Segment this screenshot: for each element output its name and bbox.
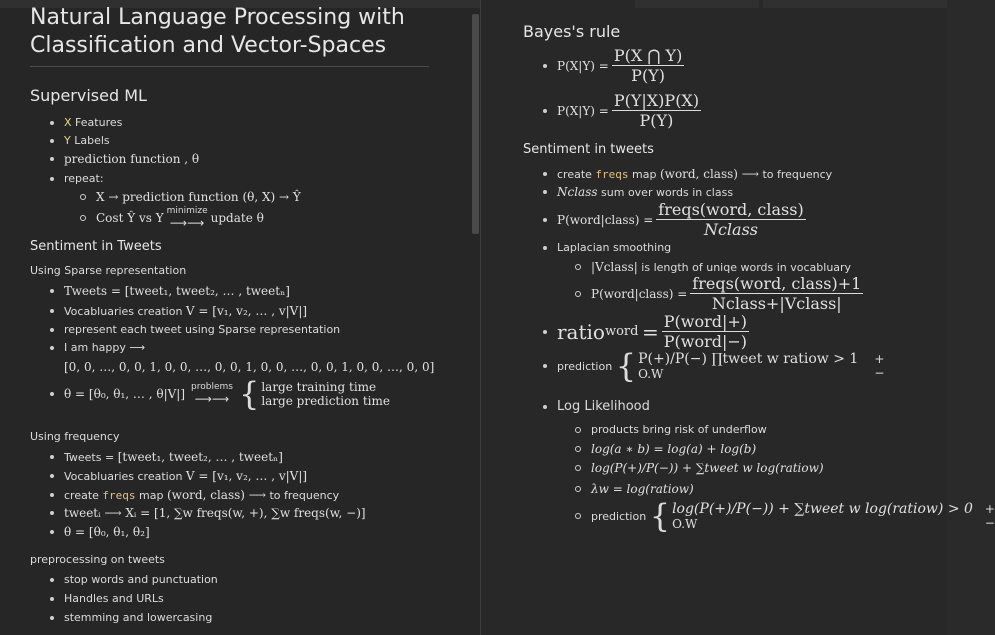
list-item: Cost Ŷ vs Y minimize⟶⟶ update θ [80,206,264,230]
list-item: Vocabluaries creation V = [v₁, v₂, … , v… [50,304,307,318]
list-item: θ = [θ₀, θ₁, … , θ|V|] problems⟶⟶ {large… [50,378,390,410]
right-preview-pane[interactable]: Bayes's rule P(X|Y) = P(X ⋂ Y)P(Y) P(X|Y… [481,0,995,635]
list-item: Log Likelihood [543,399,650,414]
list-item: P(X|Y) = P(Y|X)P(X)P(Y) [543,91,704,130]
pane-divider[interactable] [480,0,481,635]
list-item: stop words and punctuation [50,573,218,586]
right-pane-top-bar [763,0,947,8]
title-divider [30,66,429,67]
list-item: prediction function , θ [50,152,199,166]
list-item: |Vclass| is length of uniqe words in voc… [575,260,851,274]
left-editor-pane[interactable]: Natural Language Processing with Classif… [0,0,480,635]
list-item: X Features [50,116,122,129]
preprocessing-subheading: preprocessing on tweets [30,553,165,566]
sparse-vector: [0, 0, …, 0, 0, 1, 0, 0, …, 0, 0, 1, 0, … [64,360,435,374]
list-item: Handles and URLs [50,592,164,605]
list-item: Tweets = [tweet₁, tweet₂, … , tweetₙ] [50,450,283,464]
list-item: λw = log(ratiow) [575,482,694,496]
supervised-heading: Supervised ML [30,86,147,105]
sentiment-heading: Sentiment in Tweets [30,239,162,254]
list-item: tweetᵢ ⟶ Xᵢ = [1, ∑w freqs(w, +), ∑w fre… [50,506,366,520]
list-item: P(X|Y) = P(X ⋂ Y)P(Y) [543,46,687,85]
list-item: create freqs map (word, class) ⟶ to freq… [543,167,832,181]
list-item: Vocabluaries creation V = [v₁, v₂, … , v… [50,469,307,483]
list-item: log(P(+)/P(−)) + ∑tweet w log(ratiow) [575,461,824,475]
list-item: log(a ∗ b) = log(a) + log(b) [575,442,756,456]
left-pane-top-bar [0,0,480,8]
list-item: Tweets = [tweet₁, tweet₂, … , tweetₙ] [50,284,290,298]
list-item: products bring risk of underflow [575,423,767,436]
list-item: prediction {log(P(+)/P(−)) + ∑tweet w lo… [575,500,995,532]
list-item: repeat: [50,172,104,185]
frequency-subheading: Using frequency [30,430,120,443]
list-item: P(word|class) = freqs(word, class)Nclass [543,200,809,239]
list-item: Laplacian smoothing [543,241,671,254]
list-item: X → prediction function (θ, X) → Ŷ [80,190,301,204]
list-item: prediction {P(+)/P(−) ∏tweet w ratiow > … [543,350,884,382]
list-item: Y Labels [50,134,110,147]
list-item: I am happy ⟶ [50,341,145,354]
right-pane-top-bar [635,0,759,8]
list-item: θ = [θ₀, θ₁, θ₂] [50,525,150,539]
left-scrollbar[interactable] [472,14,479,234]
list-item: represent each tweet using Sparse repres… [50,323,340,336]
sentiment-heading-right: Sentiment in tweets [523,142,654,157]
list-item: create freqs map (word, class) ⟶ to freq… [50,488,339,502]
sparse-subheading: Using Sparse representation [30,264,187,277]
list-item: Nclass sum over words in class [543,185,733,199]
page-title: Natural Language Processing with Classif… [30,5,405,58]
bayes-heading: Bayes's rule [523,22,621,41]
list-item: stemming and lowercasing [50,611,212,624]
